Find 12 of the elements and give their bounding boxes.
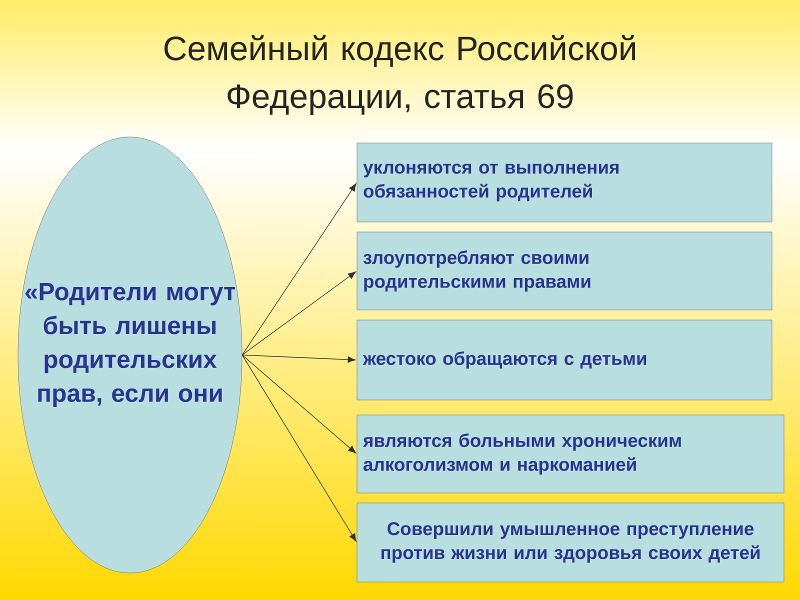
text-box: уклоняются от выполнения обязанностей родителей [356,142,772,222]
text-box: являются больными хроническим алкоголизмом и наркоманией [356,414,784,494]
oval-text: «Родители могут быть лишены родительских прав, если они [25,283,236,407]
arrow [242,271,356,356]
text-box: жестоко обращаются с детьми [356,320,772,400]
arrow [242,354,356,363]
arrow [242,183,356,356]
arrow [242,354,356,542]
text-box: Совершили умышленное преступление против жизни или здоровья своих детей [356,502,784,582]
arrow [242,354,356,454]
title: Семейный кодекс Российской Федерации, статья 69 [164,35,635,115]
text-box: злоупотребляют своими родительскими правами [356,232,772,310]
